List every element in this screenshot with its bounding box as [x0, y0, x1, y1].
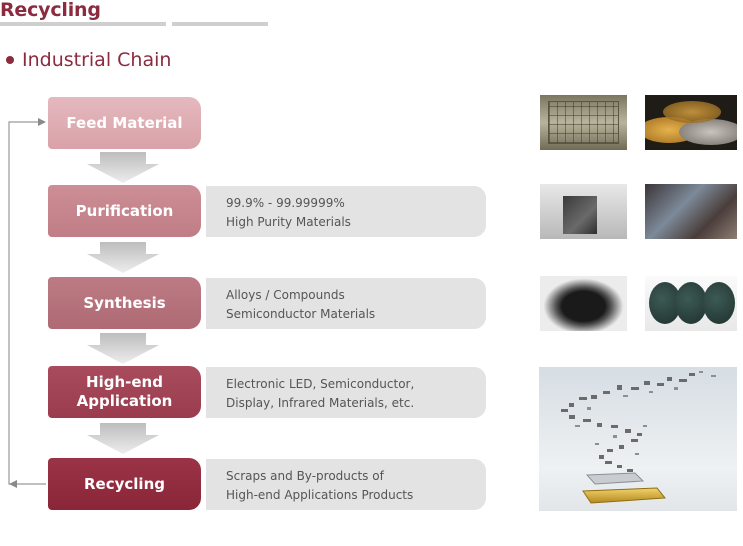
- stage-label-line: High-end: [77, 373, 173, 392]
- stage-label: Recycling: [84, 475, 165, 494]
- stage-label: Purification: [76, 202, 174, 221]
- stage-label: Synthesis: [83, 294, 165, 313]
- arrow-left-icon: [9, 480, 17, 488]
- stage-recycling: Recycling: [48, 458, 201, 510]
- down-arrow-icon: [87, 152, 159, 183]
- photo-feed-material-panel: [540, 95, 627, 150]
- swirl-illustration: [539, 367, 737, 511]
- feedback-loop-line: [9, 122, 46, 484]
- stage-label-line: Purification: [76, 202, 174, 220]
- arrow-right-icon: [38, 118, 46, 126]
- stage-purification: Purification: [48, 185, 201, 237]
- description-line: 99.9% - 99.99999%: [226, 194, 486, 213]
- stage-label-line: Recycling: [84, 475, 165, 493]
- silver-ingot-shape: [587, 473, 643, 484]
- description-purification: 99.9% - 99.99999% High Purity Materials: [206, 186, 486, 237]
- down-arrow-icon: [87, 242, 159, 273]
- description-synthesis: Alloys / Compounds Semiconductor Materia…: [206, 278, 486, 329]
- stage-label: Feed Material: [66, 114, 182, 133]
- stage-label-line: Application: [77, 392, 173, 411]
- description-line: Scraps and By-products of: [226, 467, 486, 486]
- stage-feed-material: Feed Material: [48, 97, 201, 149]
- description-line: Display, Infrared Materials, etc.: [226, 394, 486, 413]
- disc-shape: [663, 101, 721, 123]
- description-line: Semiconductor Materials: [226, 305, 486, 324]
- stage-label-line: Feed Material: [66, 114, 182, 132]
- down-arrow-icon: [87, 423, 159, 454]
- photo-synthesis-wafers: [645, 276, 737, 331]
- description-line: High Purity Materials: [226, 213, 486, 232]
- description-line: High-end Applications Products: [226, 486, 486, 505]
- description-line: Alloys / Compounds: [226, 286, 486, 305]
- wafer-shape: [703, 282, 735, 324]
- photo-recycling-swirl: [539, 367, 737, 511]
- metal-plate: [563, 196, 597, 234]
- stage-high-end-application: High-end Application: [48, 366, 201, 418]
- description-recycling: Scraps and By-products of High-end Appli…: [206, 459, 486, 510]
- stage-label-line: Synthesis: [83, 294, 165, 312]
- down-arrow-icon: [87, 333, 159, 364]
- description-high-end-application: Electronic LED, Semiconductor, Display, …: [206, 367, 486, 418]
- stage-synthesis: Synthesis: [48, 277, 201, 329]
- stage-label: High-end Application: [77, 373, 173, 411]
- photo-synthesis-fragments: [540, 276, 627, 331]
- panel-grid-lines: [548, 101, 619, 144]
- description-line: Electronic LED, Semiconductor,: [226, 375, 486, 394]
- photo-purification-chips: [645, 184, 737, 239]
- photo-feed-material-discs: [645, 95, 737, 150]
- gold-ingot-shape: [583, 488, 665, 503]
- photo-purification-plate: [540, 184, 627, 239]
